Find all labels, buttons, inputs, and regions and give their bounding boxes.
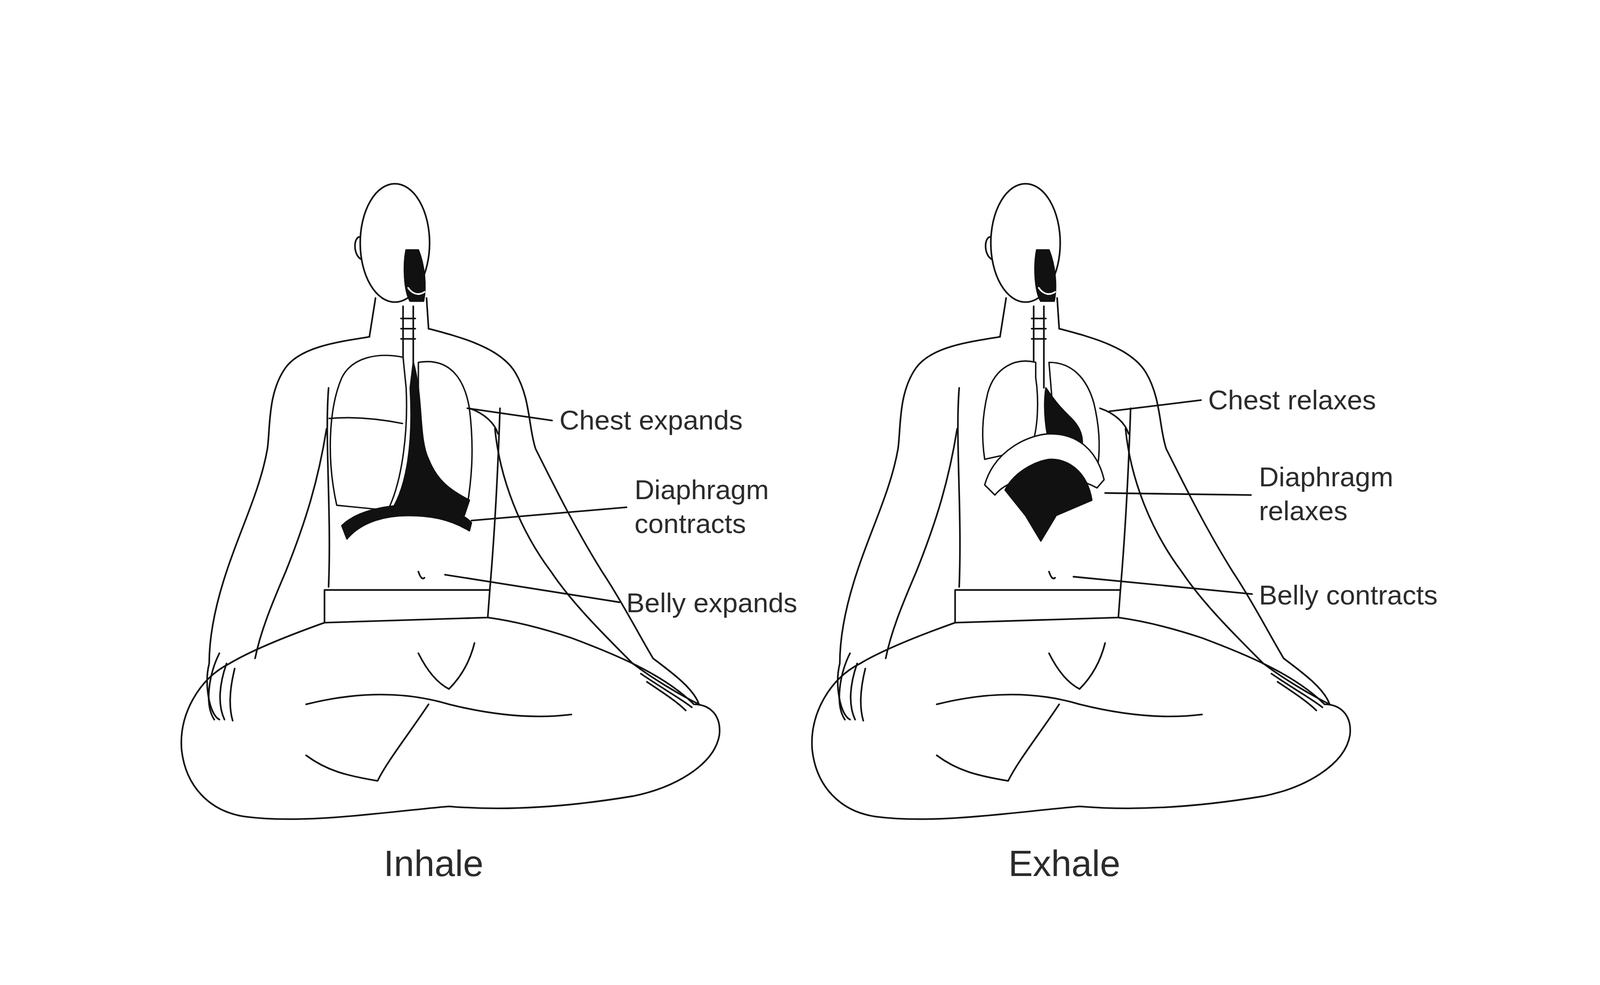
callout-label: Diaphragm contracts — [634, 472, 818, 541]
panel-caption: Inhale — [383, 840, 484, 886]
inhale-organs — [328, 355, 472, 539]
callout-label: Chest expands — [559, 403, 743, 438]
callout-label: Belly contracts — [1258, 578, 1438, 613]
leader-lines — [444, 400, 1253, 603]
exhale-organs — [982, 361, 1105, 542]
panel-caption: Exhale — [1008, 840, 1121, 886]
callout-label: Chest relaxes — [1208, 383, 1377, 418]
callout-label: Diaphragm relaxes — [1258, 460, 1443, 528]
callout-label: Belly expands — [626, 585, 798, 620]
